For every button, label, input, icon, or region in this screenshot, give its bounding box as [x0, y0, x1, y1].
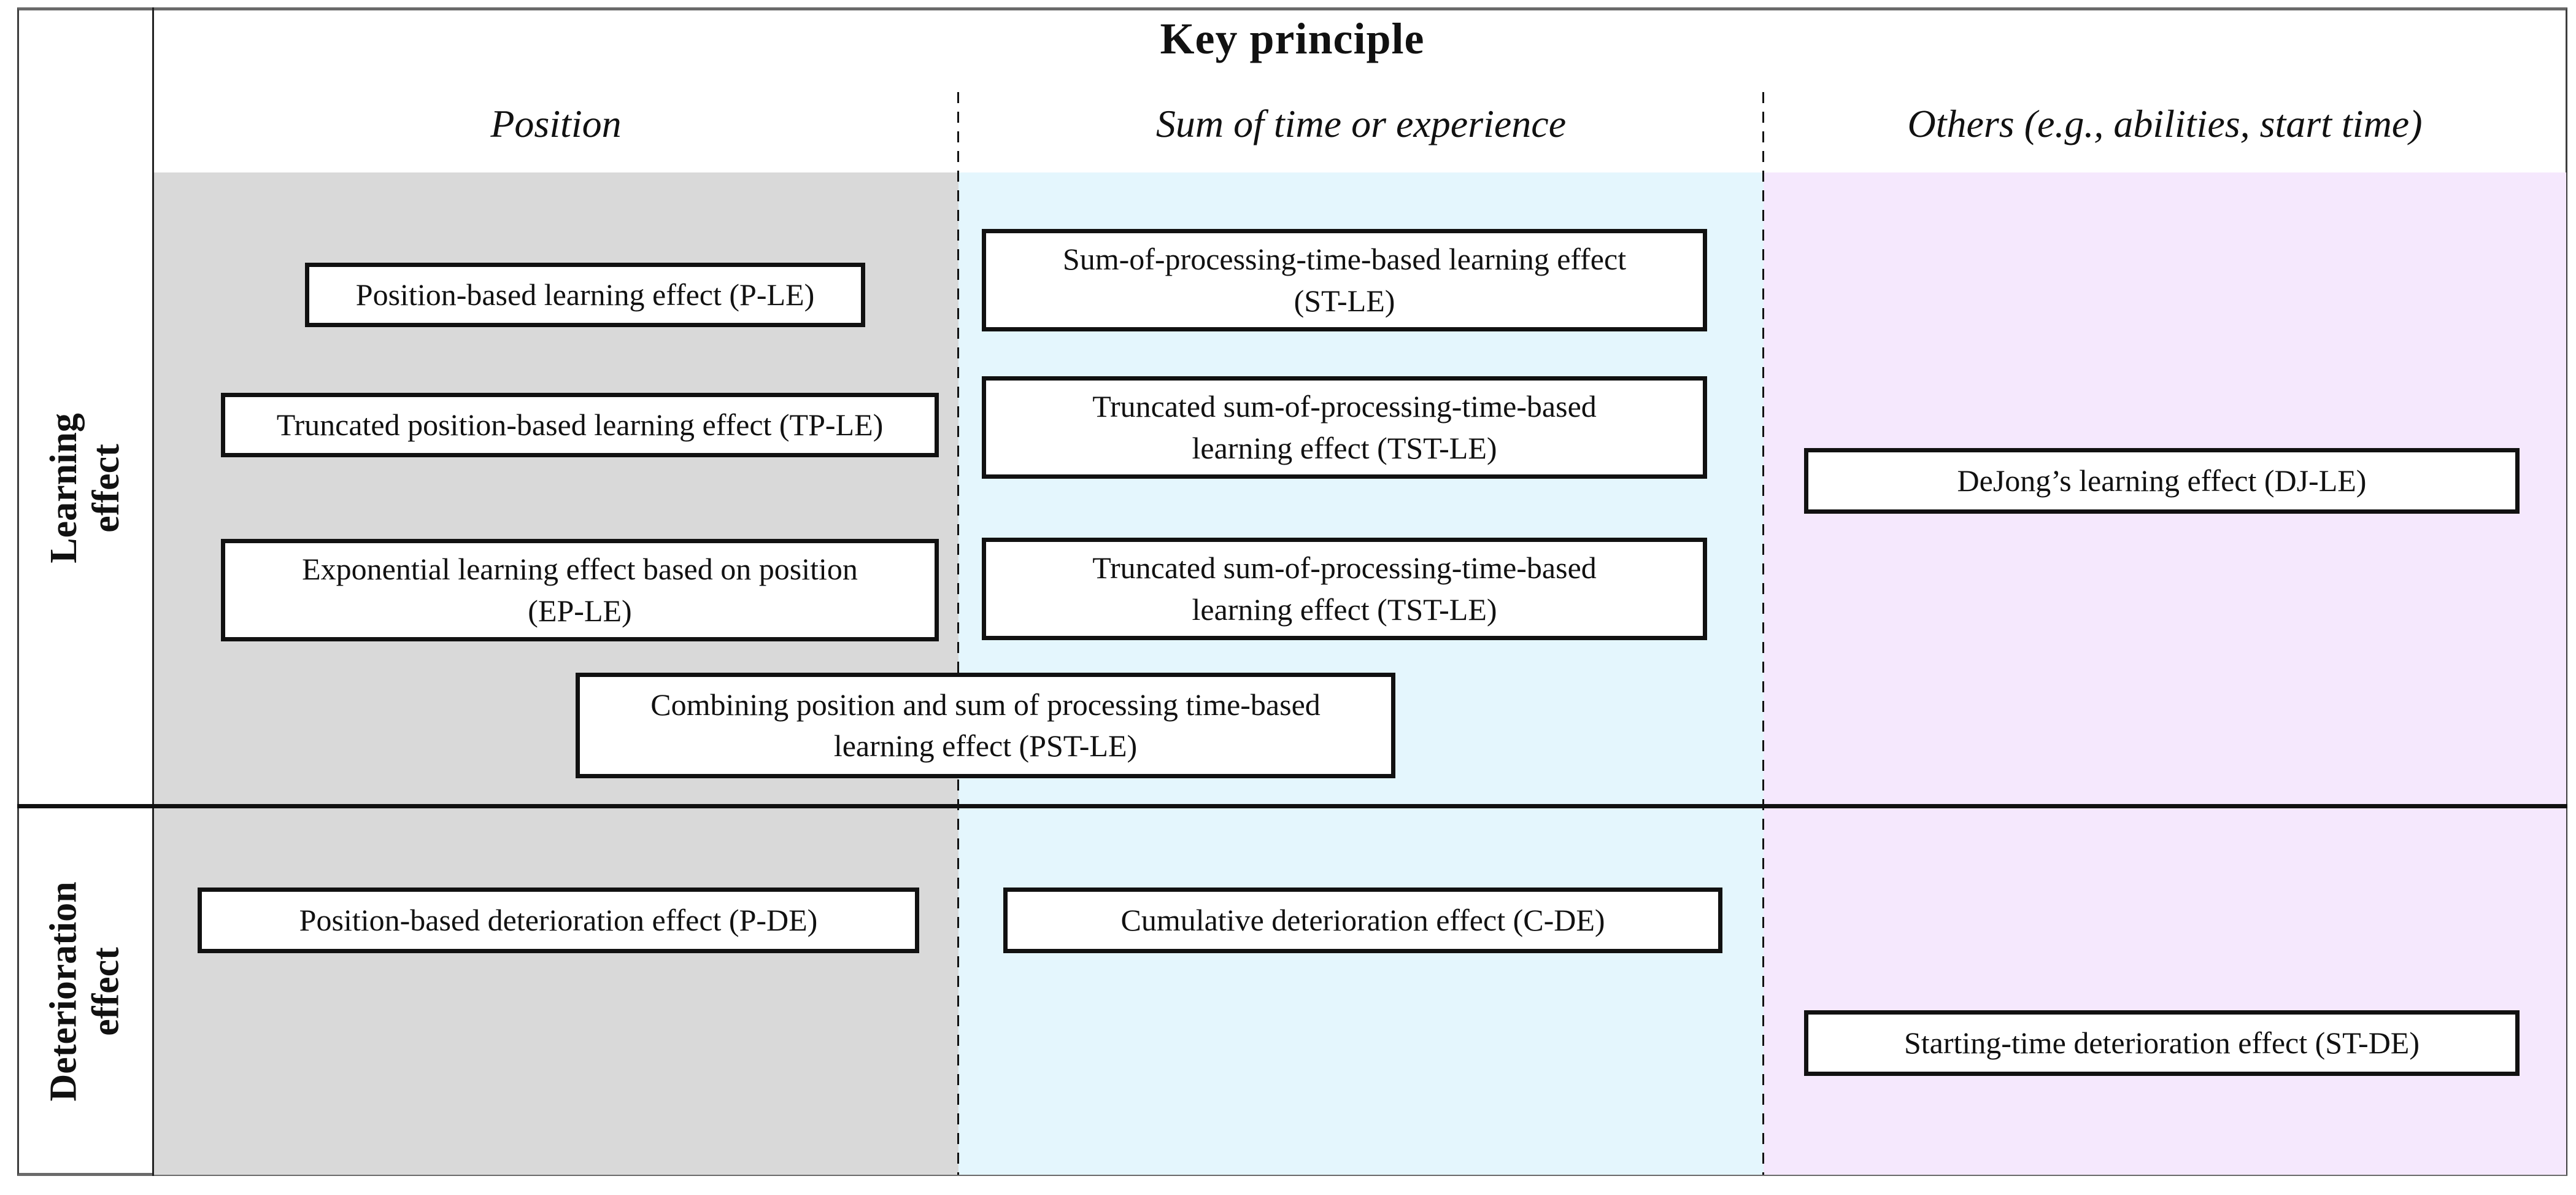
box-tst-le-2: Truncated sum-of-processing-time-based l… — [982, 538, 1707, 640]
column-divider-dashed-1 — [957, 92, 959, 1175]
box-label: Position-based learning effect (P-LE) — [355, 277, 815, 312]
box-dj-le: DeJong’s learning effect (DJ-LE) — [1804, 448, 2520, 514]
box-tst-le-1: Truncated sum-of-processing-time-based l… — [982, 376, 1707, 479]
box-label: Combining position and sum of processing… — [650, 687, 1321, 764]
row-label-learning-effect: Learning effect — [18, 172, 152, 804]
box-label: Position-based deterioration effect (P-D… — [299, 902, 818, 937]
column-divider-dashed-2 — [1762, 92, 1764, 1175]
row-divider-line — [17, 804, 2567, 808]
row-label-text: Deterioration effect — [42, 881, 128, 1102]
box-label: Sum-of-processing-time-based learning ef… — [1062, 242, 1627, 318]
column-header-others: Others (e.g., abilities, start time) — [1907, 102, 2423, 145]
column-bg-others — [1764, 172, 2566, 1175]
box-pst-le: Combining position and sum of processing… — [576, 673, 1395, 778]
box-tp-le: Truncated position-based learning effect… — [221, 393, 939, 457]
box-c-de: Cumulative deterioration effect (C-DE) — [1003, 888, 1722, 953]
box-label: Truncated position-based learning effect… — [276, 407, 884, 442]
box-label: Exponential learning effect based on pos… — [302, 552, 858, 628]
box-p-de: Position-based deterioration effect (P-D… — [198, 888, 919, 953]
column-header-position: Position — [490, 102, 622, 145]
column-header-sum-of-time: Sum of time or experience — [1155, 102, 1567, 145]
box-label: DeJong’s learning effect (DJ-LE) — [1957, 463, 2367, 498]
box-st-le: Sum-of-processing-time-based learning ef… — [982, 229, 1707, 331]
row-label-text: Learning effect — [42, 413, 127, 563]
box-label: Starting-time deterioration effect (ST-D… — [1903, 1025, 2420, 1060]
box-p-le: Position-based learning effect (P-LE) — [305, 263, 865, 327]
box-st-de: Starting-time deterioration effect (ST-D… — [1804, 1010, 2520, 1076]
box-ep-le: Exponential learning effect based on pos… — [221, 539, 939, 641]
box-label: Truncated sum-of-processing-time-based l… — [1092, 551, 1597, 627]
box-label: Cumulative deterioration effect (C-DE) — [1120, 902, 1605, 937]
row-label-deterioration-effect: Deterioration effect — [18, 808, 152, 1175]
row-label-column-divider — [152, 7, 154, 1176]
box-label: Truncated sum-of-processing-time-based l… — [1092, 389, 1597, 465]
figure-title: Key principle — [1160, 14, 1425, 63]
